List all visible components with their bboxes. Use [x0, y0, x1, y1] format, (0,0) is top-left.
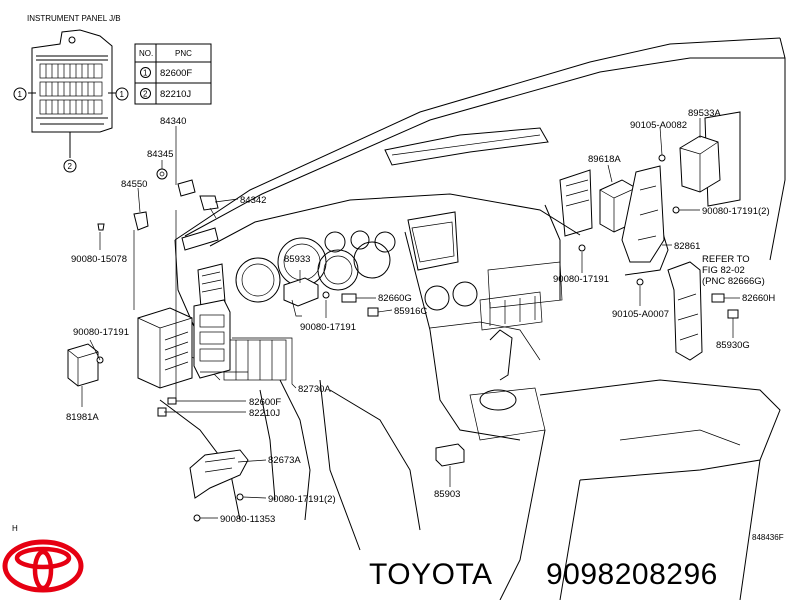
part-85916C: [367, 307, 379, 317]
part-85930G: [727, 309, 739, 319]
label-90080-17191-2-lower: 90080-17191(2): [268, 494, 336, 505]
screw-90105-A0082: [658, 154, 666, 162]
label-84342: 84342: [240, 195, 266, 206]
brand-name: TOYOTA: [369, 558, 493, 591]
part-84342: [199, 195, 219, 211]
screw-90080-11353: [193, 514, 201, 522]
callout-1-left-text: 1: [18, 90, 23, 99]
table-row-1-pnc: 82600F: [160, 68, 192, 79]
screw-90080-17191-2-lower: [236, 493, 244, 501]
part-82673A-bracket: [189, 449, 249, 499]
label-figure-code: 848436F: [752, 533, 784, 542]
part-right-bracket: [667, 261, 703, 361]
part-85933: [283, 277, 319, 307]
label-85903: 85903: [434, 489, 460, 500]
part-82660H: [711, 293, 725, 303]
label-85916C: 85916C: [394, 306, 427, 317]
screw-90080-17191-2-right: [672, 206, 680, 214]
label-82673A: 82673A: [268, 455, 301, 466]
part-82660G: [341, 293, 357, 303]
table-header-no: NO.: [139, 49, 153, 58]
parts: [67, 135, 739, 522]
label-82730A: 82730A: [298, 384, 331, 395]
inset-title: INSTRUMENT PANEL J/B: [27, 14, 121, 23]
label-84345: 84345: [147, 149, 173, 160]
label-90080-17191-center: 90080-17191: [300, 322, 356, 333]
part-82600F: [167, 397, 177, 405]
label-85933: 85933: [284, 254, 310, 265]
label-90080-17191-right: 90080-17191: [553, 274, 609, 285]
callout-1-left: [13, 87, 27, 101]
label-90080-15078: 90080-15078: [71, 254, 127, 265]
label-82210J: 82210J: [249, 408, 280, 419]
screw-90080-17191-right: [578, 244, 586, 252]
pnc-table: NO. PNC 1 82600F 2 82210J: [134, 43, 212, 105]
screw-90105-A0007: [636, 278, 644, 286]
label-82660G: 82660G: [378, 293, 412, 304]
part-84345: [156, 168, 168, 180]
part-84550: [133, 211, 149, 231]
label-82861: 82861: [674, 241, 700, 252]
label-84340: 84340: [160, 116, 186, 127]
label-90105-A0082: 90105-A0082: [630, 120, 687, 131]
part-85903: [435, 443, 465, 467]
table-header-pnc: PNC: [175, 49, 192, 58]
part-number: 9098208296: [546, 558, 718, 591]
part-81981A: [67, 343, 99, 387]
leader-lines: [81, 118, 740, 519]
callout-2: [63, 159, 77, 173]
part-82730A-block: [193, 299, 231, 379]
label-h-mark: H: [12, 524, 18, 533]
label-90105-A0007: 90105-A0007: [612, 309, 669, 320]
junction-block-drawing: [28, 29, 116, 158]
label-90080-11353: 90080-11353: [220, 514, 275, 525]
callout-1-right-text: 1: [120, 90, 125, 99]
label-refer-to: REFER TO: [702, 254, 750, 265]
table-row-2-pnc: 82210J: [160, 89, 191, 100]
label-84550: 84550: [121, 179, 147, 190]
label-refer-fig: FIG 82-02: [702, 265, 745, 276]
label-89533A: 89533A: [688, 108, 721, 119]
callout-2-text: 2: [68, 162, 73, 171]
toyota-logo-icon: [2, 539, 84, 593]
screw-90080-17191-center: [322, 291, 330, 299]
junction-block-inset: INSTRUMENT PANEL J/B 1 1 2 NO. PNC: [13, 14, 212, 173]
label-89618A: 89618A: [588, 154, 621, 165]
label-85930G: 85930G: [716, 340, 750, 351]
part-82730A-ecu: [137, 307, 193, 389]
part-84340: [177, 179, 196, 197]
label-90080-17191-left: 90080-17191: [73, 327, 129, 338]
table-row-1-no: 1: [143, 69, 148, 78]
screw-90080-15078: [97, 223, 105, 231]
label-90080-17191-2-right: 90080-17191(2): [702, 206, 770, 217]
callout-1-right: [115, 87, 129, 101]
label-82660H: 82660H: [742, 293, 775, 304]
table-row-2-no: 2: [143, 90, 148, 99]
label-82600F: 82600F: [249, 397, 281, 408]
part-labels: 84340 84345 84550 84342 90080-15078 8593…: [12, 108, 784, 542]
label-81981A: 81981A: [66, 412, 99, 423]
label-refer-pnc: (PNC 82666G): [702, 276, 765, 287]
